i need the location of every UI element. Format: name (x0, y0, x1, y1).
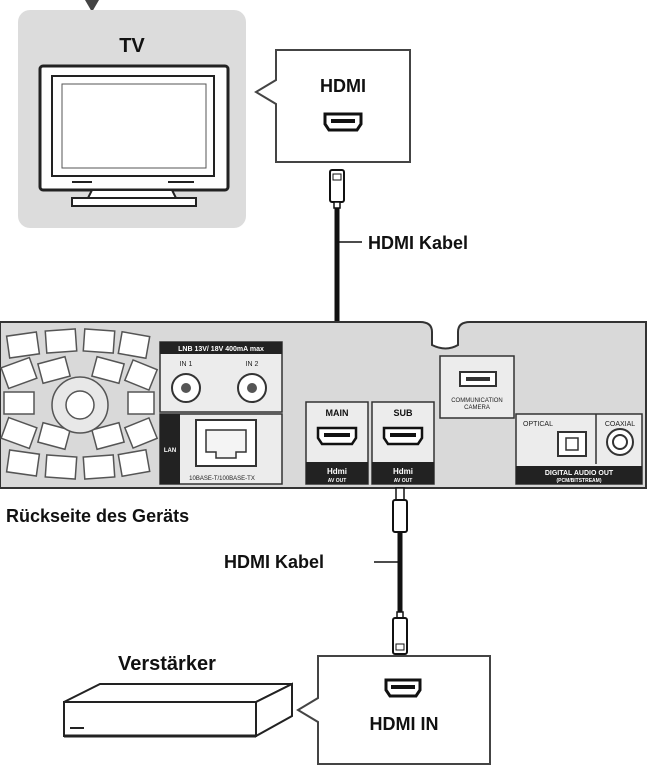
amplifier-hdmi-callout: HDMI IN (296, 655, 491, 765)
top-arrow-icon (85, 0, 99, 12)
hdmi-sub-port-block: SUB Hdmi AV OUT (371, 401, 435, 485)
digital-audio-out-block: OPTICAL COAXIAL DIGITAL AUDIO OUT (PCM/B… (515, 413, 643, 485)
hdmi-main-logo: Hdmi (327, 467, 347, 476)
lan-sub-label: 10BASE-T/100BASE-TX (189, 476, 255, 482)
hdmi-sub-label: SUB (393, 408, 413, 418)
lan-port-block: LAN 10BASE-T/100BASE-TX (159, 413, 283, 485)
tv-hdmi-callout: HDMI (254, 49, 411, 163)
amplifier-icon (63, 682, 293, 738)
lnb-in1-label: IN 1 (180, 361, 193, 368)
bottom-hdmi-cable (374, 487, 408, 655)
device-rear-panel: LNB 13V/ 18V 400mA max IN 1 IN 2 LAN 10B… (0, 321, 647, 489)
amplifier-hdmi-in-label: HDMI IN (370, 714, 439, 734)
bottom-cable-label: HDMI Kabel (224, 552, 324, 572)
lnb-in2-label: IN 2 (246, 361, 259, 368)
coaxial-label: COAXIAL (605, 421, 635, 428)
hdmi-main-avout: AV OUT (328, 478, 347, 484)
lnb-input-block: LNB 13V/ 18V 400mA max IN 1 IN 2 (159, 341, 283, 413)
comm-label-line2: CAMERA (464, 405, 490, 411)
device-rear-caption: Rückseite des Geräts (6, 506, 189, 526)
hdmi-main-label: MAIN (326, 408, 349, 418)
top-cable-label: HDMI Kabel (368, 233, 468, 253)
digital-audio-label: DIGITAL AUDIO OUT (545, 470, 614, 477)
hdmi-in-port-icon (384, 678, 422, 698)
amplifier-label: Verstärker (118, 653, 216, 675)
hdmi-main-port-block: MAIN Hdmi AV OUT (305, 401, 369, 485)
comm-label-line1: COMMUNICATION (451, 398, 503, 404)
hdmi-port-icon (323, 112, 363, 132)
tv-hdmi-port-label: HDMI (320, 76, 366, 96)
optical-label: OPTICAL (523, 421, 553, 428)
tv-label: TV (119, 35, 145, 57)
lan-label: LAN (164, 448, 176, 454)
communication-camera-port: COMMUNICATION CAMERA (439, 355, 515, 419)
hdmi-sub-avout: AV OUT (394, 478, 413, 484)
lnb-label: LNB 13V/ 18V 400mA max (178, 346, 264, 353)
hdmi-sub-logo: Hdmi (393, 467, 413, 476)
digital-audio-sub-label: (PCM/BITSTREAM) (557, 478, 602, 484)
fan-grille (0, 328, 159, 480)
tv-panel: TV (18, 10, 246, 228)
tv-icon (38, 64, 230, 207)
